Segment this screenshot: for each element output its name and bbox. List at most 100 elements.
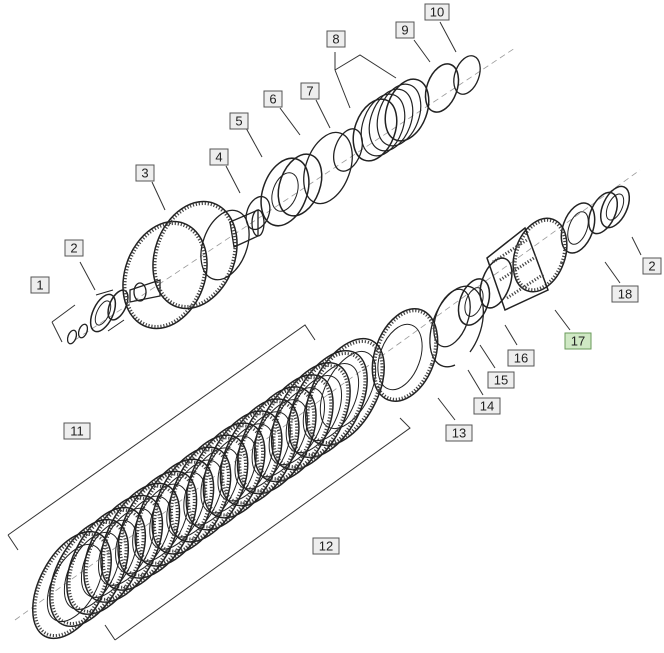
callout-18: 18 [611,285,639,303]
lower-axis-line [14,169,641,621]
clutch-disc-teeth [272,364,350,469]
bracket-part-11 [7,324,316,551]
part-clutch-hub [479,217,568,312]
clutch-disc-teeth [306,339,384,445]
callout-3: 3 [135,164,155,182]
part-washer [457,278,491,326]
clutch-disc-teeth [170,436,247,541]
clutch-disc-teeth [118,472,196,577]
clutch-disc-inner [302,363,360,442]
clutch-disc-outer [83,494,164,603]
bracket-part-8 [334,52,397,109]
callout-label: 3 [141,166,148,181]
callout-label: 9 [401,23,408,38]
bracket-part-12 [104,417,411,641]
callout-label: 11 [70,424,84,439]
axis-lines [14,47,641,621]
callout-10: 10 [424,3,450,21]
part-large-snap-ring [429,285,484,368]
clutch-disc-outer [253,374,334,483]
bracket-part-1 [51,304,76,343]
clutch-disc-inner [63,531,121,610]
part-snap-ring-10 [453,55,481,95]
callout-12: 12 [312,537,340,555]
part-spring-pack [352,78,430,162]
clutch-disc-outer [168,434,249,543]
callout-13: 13 [445,424,473,442]
callout-label: 12 [319,539,333,554]
callout-label: 1 [36,278,43,293]
callout-label: 13 [452,426,466,441]
upper-axis-line [74,47,516,341]
callout-5: 5 [229,112,249,130]
callout-leaders [79,21,642,421]
part-bearing-left [89,289,129,333]
clutch-disc-teeth [187,424,265,529]
clutch-disc-outer [100,482,181,591]
part-snap-rings [66,323,89,345]
clutch-disc-outer [236,386,317,495]
callout-17: 17 [564,332,592,350]
callout-label: 2 [70,241,77,256]
part-thin-ring [245,195,271,231]
part-bearing-right [587,185,631,235]
callout-label: 4 [215,150,222,165]
part-small-o-ring [333,128,363,172]
callout-8: 8 [326,30,346,48]
clutch-disc-outer [305,337,385,447]
clutch-disc-outer [32,530,112,640]
callout-label: 17 [571,334,585,349]
clutch-disc-inner [80,519,138,598]
clutch-disc-outer [185,422,266,531]
clutch-disc-inner [46,544,104,622]
clutch-disc-outer [117,470,198,579]
callout-14: 14 [473,397,501,415]
part-ring-9 [424,63,460,113]
clutch-disc-teeth [238,388,316,493]
clutch-disc-teeth [152,448,230,553]
clutch-disc-teeth [101,484,179,589]
clutch-disc-teeth [289,351,367,457]
callout-7: 7 [300,82,320,100]
callout-6: 6 [263,90,283,108]
callout-1: 1 [30,276,50,294]
part-clutch-discs [32,337,385,640]
clutch-disc-outer [134,458,215,567]
part-large-o-ring [303,131,353,205]
callout-label: 15 [494,373,508,388]
clutch-disc-outer [151,446,232,555]
clutch-disc-outer [219,398,300,507]
callout-2-right: 2 [642,257,662,275]
callout-2-left: 2 [64,239,84,257]
callout-label: 5 [235,114,242,129]
clutch-disc-teeth [33,532,111,638]
clutch-disc-teeth [67,508,145,613]
callout-label: 6 [269,92,276,107]
part-bearing-race [560,202,596,254]
clutch-disc-inner [285,375,343,454]
callout-4: 4 [209,148,229,166]
clutch-disc-outer [287,349,368,459]
clutch-disc-teeth [255,376,333,481]
bracket-lines [7,52,411,641]
callout-label: 2 [648,259,655,274]
callout-15: 15 [487,371,515,389]
callout-label: 7 [306,84,313,99]
callout-label: 16 [514,351,528,366]
clutch-disc-teeth [221,400,299,505]
callout-label: 8 [332,32,339,47]
clutch-disc-teeth [50,520,128,626]
callout-label: 14 [480,399,494,414]
clutch-disc-teeth [204,412,282,517]
clutch-disc-outer [202,410,283,519]
clutch-disc-inner [268,387,325,466]
part-main-gear [122,200,265,330]
clutch-disc-teeth [135,460,213,565]
callout-label: 18 [618,287,632,302]
clutch-disc-outer [270,362,351,471]
callout-11: 11 [63,422,91,440]
part-piston [260,153,323,227]
callout-16: 16 [507,349,535,367]
callout-label: 10 [430,5,444,20]
